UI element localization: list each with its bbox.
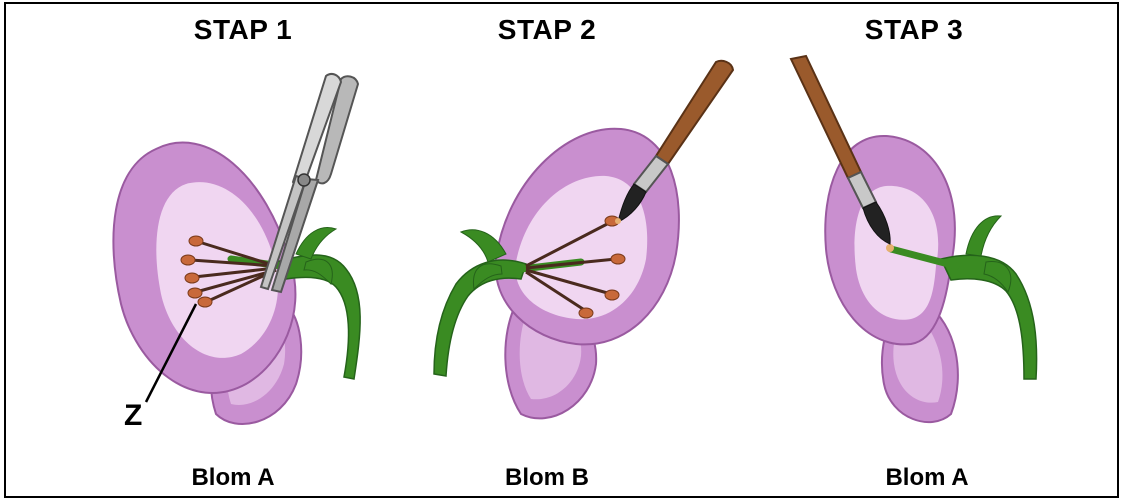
step3-title: STAP 3: [865, 14, 963, 46]
step1-title: STAP 1: [194, 14, 292, 46]
step2-flower-label: Blom B: [505, 464, 589, 492]
step2-flower: [434, 61, 733, 419]
step3-flower-label: Blom A: [885, 464, 968, 492]
scissors-pivot: [298, 174, 310, 186]
pollination-illustration: [6, 4, 1121, 500]
step2-sepal: [461, 230, 506, 262]
figure-frame: STAP 1 STAP 2 STAP 3 Z Blom A Blom B Blo…: [4, 2, 1119, 498]
step1-flower-label: Blom A: [191, 464, 274, 492]
z-label: Z: [124, 399, 142, 433]
step2-title: STAP 2: [498, 14, 596, 46]
step1-flower: [113, 74, 360, 424]
step3-flower: [791, 56, 1037, 422]
step3-sepal: [966, 216, 1001, 256]
